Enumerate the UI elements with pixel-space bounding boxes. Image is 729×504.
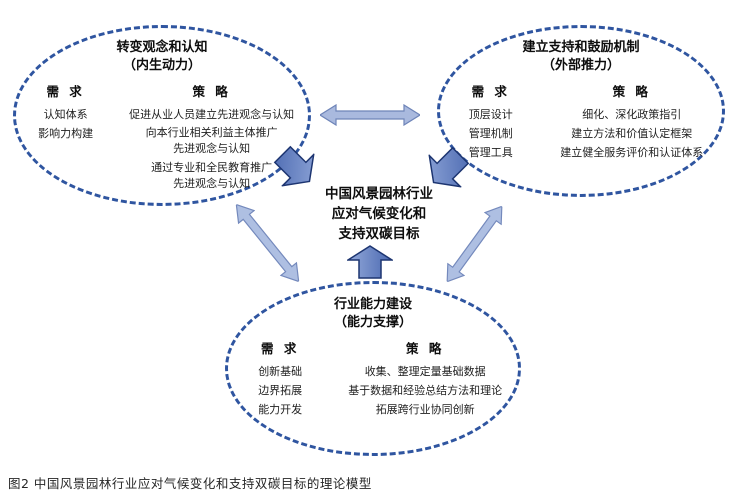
- demand-item: 影响力构建: [38, 127, 94, 140]
- strategy-line: 促进从业人员建立先进观念与认知: [129, 108, 295, 121]
- strategy-line: 先进观念与认知: [173, 142, 251, 155]
- block-arrow-from-bottom-icon: [347, 245, 393, 279]
- strategy-item: 建立健全服务评价和认证体系: [560, 146, 704, 159]
- block-arrow-from-top-left-icon: [266, 138, 327, 199]
- demand-item: 管理机制: [468, 127, 513, 140]
- strategy-item: 建立方法和价值认定框架: [571, 127, 693, 140]
- horizontal-double-arrow-icon: [320, 104, 420, 126]
- ellipse-title: 转变观念和认知: [116, 40, 208, 55]
- strategy-item: 向本行业相关利益主体推广 先进观念与认知: [115, 125, 308, 157]
- strategy-item: 基于数据和经验总结方法和理论: [348, 384, 503, 397]
- center-goal-line: 应对气候变化和: [331, 206, 427, 222]
- ellipse-concept-cognition: 转变观念和认知 （内生动力） 需 求 认知体系 影响力构建 策 略 促进从业人员…: [13, 25, 311, 206]
- demand-header: 需 求: [471, 84, 510, 99]
- diagonal-double-arrow-left-icon: [228, 198, 307, 289]
- strategy-line: 通过专业和全民教育推广: [151, 161, 273, 174]
- diagonal-double-arrow-right-icon: [438, 200, 510, 288]
- strategy-line: 向本行业相关利益主体推广: [145, 126, 278, 139]
- ellipse-subtitle: （外部推力）: [541, 58, 620, 73]
- ellipse-capacity-building: 行业能力建设 （能力支撑） 需 求 创新基础 边界拓展 能力开发 策 略 收集、…: [225, 281, 521, 456]
- strategy-item: 细化、深化政策指引: [582, 108, 682, 121]
- ellipse-title: 行业能力建设: [333, 297, 412, 312]
- demand-header: 需 求: [261, 341, 300, 356]
- demand-header: 需 求: [46, 84, 85, 99]
- center-goal-line: 中国风景园林行业: [325, 186, 433, 202]
- demand-item: 能力开发: [258, 403, 303, 416]
- strategy-item: 促进从业人员建立先进观念与认知: [115, 107, 308, 123]
- strategy-header: 策 略: [612, 84, 651, 99]
- block-arrow-from-top-right-icon: [417, 139, 478, 200]
- demand-item: 认知体系: [43, 108, 88, 121]
- ellipse-title: 建立支持和鼓励机制: [522, 40, 640, 55]
- strategy-item: 通过专业和全民教育推广 先进观念与认知: [115, 160, 308, 192]
- strategy-header: 策 略: [406, 341, 445, 356]
- strategy-item: 收集、整理定量基础数据: [364, 365, 486, 378]
- demand-item: 边界拓展: [258, 384, 303, 397]
- center-goal-line: 支持双碳目标: [338, 226, 420, 242]
- strategy-item: 拓展跨行业协同创新: [375, 403, 475, 416]
- ellipse-subtitle: （内生动力）: [122, 58, 201, 73]
- ellipse-subtitle: （能力支撑）: [333, 315, 412, 330]
- demand-item: 管理工具: [468, 146, 513, 159]
- demand-item: 顶层设计: [468, 108, 513, 121]
- ellipse-support-incentive: 建立支持和鼓励机制 （外部推力） 需 求 顶层设计 管理机制 管理工具 策 略 …: [437, 25, 725, 197]
- center-goal: 中国风景园林行业 应对气候变化和 支持双碳目标: [296, 184, 462, 244]
- figure-caption: 图2 中国风景园林行业应对气候变化和支持双碳目标的理论模型: [8, 476, 372, 491]
- strategy-header: 策 略: [192, 84, 231, 99]
- strategy-line: 先进观念与认知: [173, 177, 251, 190]
- demand-item: 创新基础: [258, 365, 303, 378]
